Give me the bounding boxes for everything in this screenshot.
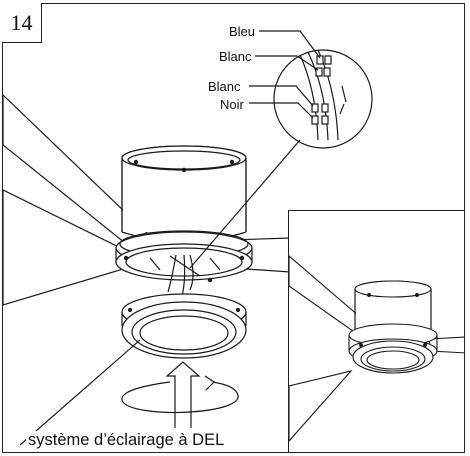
- wires: [167, 254, 194, 297]
- label-wire-white-1: Blanc: [219, 49, 252, 64]
- label-wire-black: Noir: [220, 97, 244, 112]
- step-number: 14: [2, 3, 42, 43]
- caption-led-light-kit: système d’éclairage à DEL: [26, 431, 227, 450]
- up-arrow-icon: [165, 361, 201, 428]
- rotate-arrow-icon: [121, 381, 239, 414]
- label-wire-white-2: Blanc: [208, 79, 241, 94]
- fan-blade-lower: [2, 189, 137, 306]
- inset-assembled-view: [288, 210, 465, 453]
- label-wire-blue: Bleu: [229, 24, 256, 39]
- inset-blade-lower: [289, 370, 353, 442]
